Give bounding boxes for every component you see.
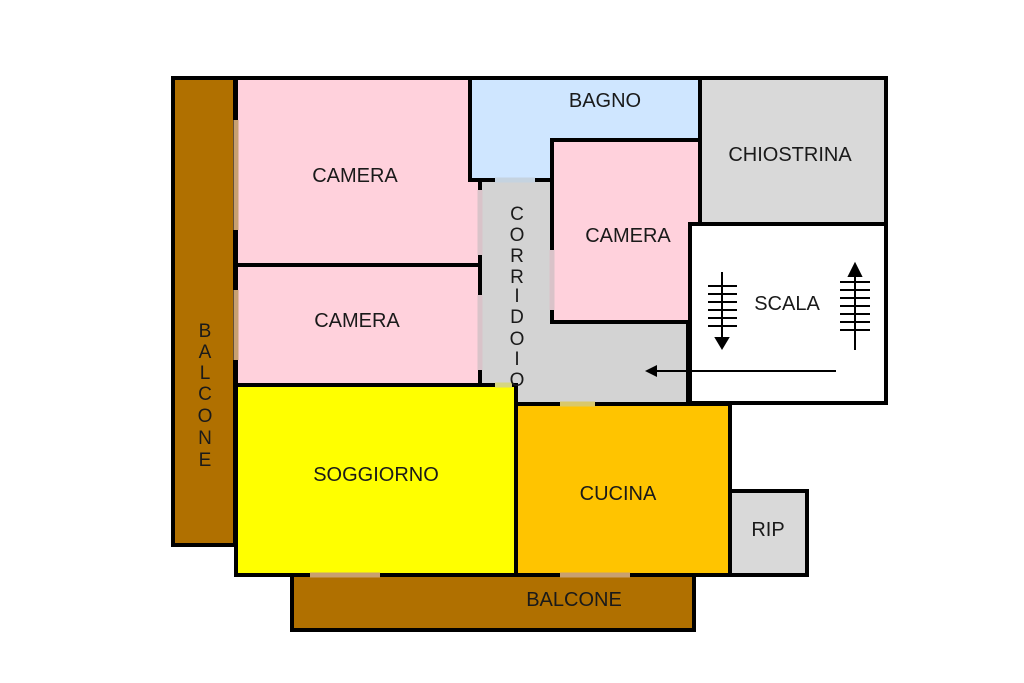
label-cucina: CUCINA	[580, 483, 657, 505]
label-balcone-bottom: BALCONE	[526, 589, 622, 611]
label-rip: RIP	[751, 519, 784, 541]
label-bagno: BAGNO	[569, 90, 641, 112]
balcony-left	[171, 76, 237, 547]
stairs-up-arrow-icon	[840, 261, 870, 350]
bedroom-middle-left	[234, 263, 482, 387]
label-camera-middle-left: CAMERA	[314, 310, 400, 332]
corridoio-letter: D	[510, 307, 524, 328]
corridoio-letter: C	[510, 204, 524, 225]
kitchen	[514, 402, 732, 577]
label-soggiorno: SOGGIORNO	[313, 464, 439, 486]
balcone-left-letter: N	[198, 428, 212, 449]
corridoio-letter: R	[510, 267, 524, 288]
balcone-left-letter: A	[199, 342, 212, 363]
label-camera-top-left: CAMERA	[312, 165, 398, 187]
corridoio-letter: R	[510, 246, 524, 267]
corridoio-letter: I	[514, 349, 519, 370]
balcone-left-letter: L	[200, 363, 211, 384]
stairs-down-arrow-icon	[708, 272, 737, 350]
balcone-left-letter: B	[199, 321, 212, 342]
label-scala: SCALA	[754, 293, 820, 315]
door-openings	[233, 120, 630, 578]
label-chiostrina: CHIOSTRINA	[728, 144, 852, 166]
label-balcone-left: B A L C O N E	[198, 321, 213, 471]
corridoio-letter: O	[510, 370, 525, 391]
entry-arrow-icon	[645, 365, 836, 377]
corridoio-letter: O	[510, 329, 525, 350]
label-camera-right: CAMERA	[585, 225, 671, 247]
storage-room	[728, 489, 809, 577]
balcone-left-letter: C	[198, 384, 212, 405]
corridoio-letter: I	[514, 286, 519, 307]
balcone-left-letter: O	[198, 406, 213, 427]
balcony-bottom	[290, 573, 696, 632]
light-well	[698, 76, 888, 226]
corridoio-letter: O	[510, 225, 525, 246]
bedroom-right	[550, 138, 702, 324]
label-corridoio: C O R R I D O I O	[510, 204, 525, 391]
balcone-left-letter: E	[199, 450, 212, 471]
